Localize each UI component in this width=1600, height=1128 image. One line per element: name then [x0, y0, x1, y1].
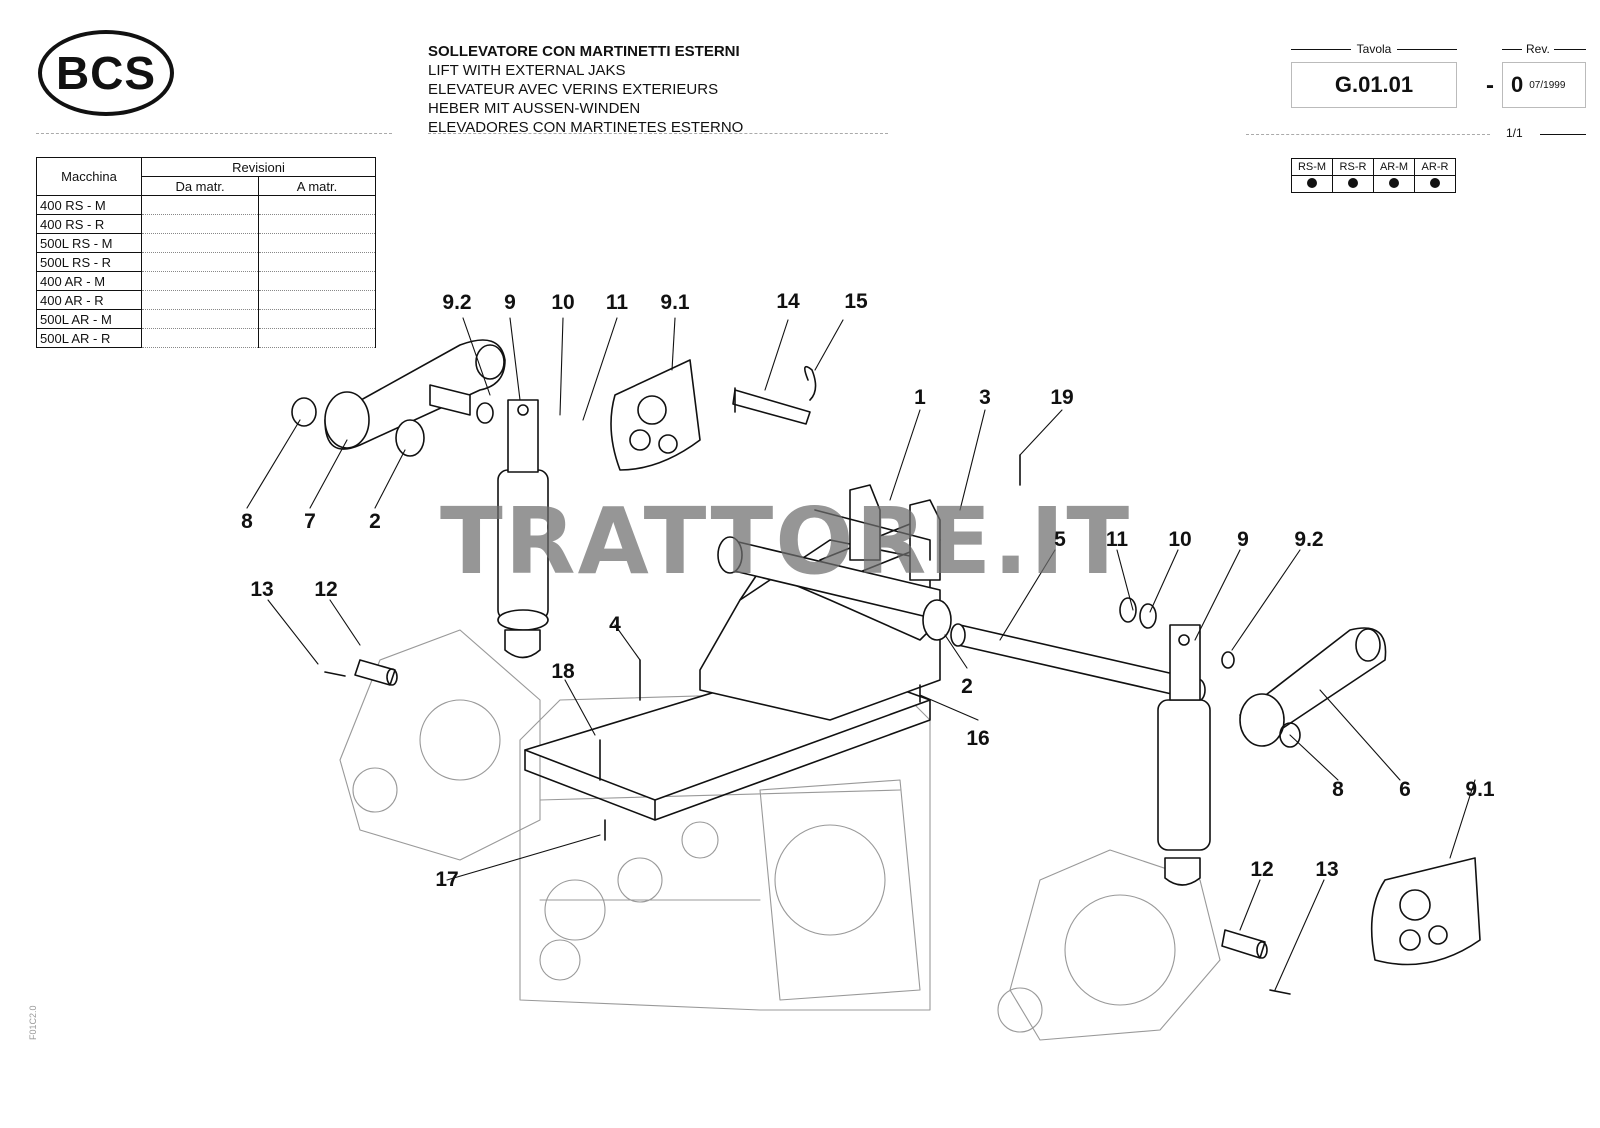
machine-cell: 400 RS - M [36, 195, 142, 215]
callout-label: 2 [369, 510, 381, 533]
callout-label: 3 [979, 386, 991, 409]
variant-dot-icon [1389, 177, 1399, 188]
sheet-number: 1/1 [1506, 126, 1523, 140]
callout-label: 10 [1168, 528, 1192, 551]
callout-label: 17 [435, 868, 459, 891]
table-row: 500L AR - R [36, 328, 376, 348]
table-row: 500L RS - M [36, 233, 376, 253]
col-revisions-header: Revisioni [141, 157, 376, 177]
callout-label: 9.1 [1465, 778, 1495, 801]
watermark-text: TRATTORE.IT [440, 488, 1132, 595]
variants-table: RS-M RS-R AR-M AR-R [1291, 158, 1456, 193]
rev-label: Rev. [1526, 42, 1550, 56]
callout-label: 1 [914, 386, 926, 409]
variant-dot-icon [1430, 177, 1440, 188]
logo-text: BCS [55, 47, 157, 99]
rev-number: 0 [1511, 72, 1524, 97]
callout-label: 13 [250, 578, 274, 601]
title-es: ELEVADORES CON MARTINETES ESTERNO [428, 119, 744, 136]
bcs-logo: BCS [38, 30, 174, 116]
hydraulic-cylinder-right [1157, 624, 1211, 886]
callout-label: 15 [844, 290, 868, 313]
table-row: 400 RS - M [36, 195, 376, 215]
callout-label: 8 [241, 510, 253, 533]
title-fr: ELEVATEUR AVEC VERINS EXTERIEURS [428, 81, 719, 98]
drawing-code: F01C2.0 [28, 1005, 38, 1040]
callout-label: 12 [1250, 858, 1274, 881]
callout-label: 14 [776, 290, 800, 313]
variant-dot-icon [1348, 177, 1358, 188]
callout-label: 13 [1315, 858, 1339, 881]
callout-label: 16 [966, 727, 990, 750]
lift-base-plate [524, 519, 941, 821]
callout-label: 19 [1050, 386, 1074, 409]
rev-dash: - [1486, 72, 1494, 99]
title-it: SOLLEVATORE CON MARTINETTI ESTERNI [428, 43, 740, 60]
tavola-number: G.01.01 [1291, 62, 1457, 108]
table-row: 400 RS - R [36, 214, 376, 234]
callout-label: 4 [609, 613, 621, 636]
callout-label: 18 [551, 660, 575, 683]
callout-label: 2 [961, 675, 973, 698]
rev-box: 0 07/1999 [1502, 62, 1586, 108]
rev-date: 07/1999 [1529, 79, 1566, 91]
header-divider-left [36, 133, 392, 134]
variant-ar-r: AR-R [1414, 158, 1456, 176]
sheet-divider-left [1246, 134, 1490, 135]
callout-label: 9.1 [660, 291, 690, 314]
callout-label: 11 [1105, 528, 1129, 551]
machine-cell: 500L AR - R [36, 328, 142, 348]
callout-label: 12 [314, 578, 338, 601]
callout-label: 9.2 [1294, 528, 1324, 551]
callout-label: 7 [304, 510, 316, 533]
variants-header-row: RS-M RS-R AR-M AR-R [1291, 158, 1456, 176]
callout-label: 9 [1237, 528, 1249, 551]
machine-cell: 500L RS - R [36, 252, 142, 272]
lift-cross-tube [717, 484, 941, 621]
callout-label: 11 [605, 291, 629, 314]
leader-lines [246, 317, 1476, 991]
transmission-housing [339, 629, 1221, 1041]
title-block: SOLLEVATORE CON MARTINETTI ESTERNI LIFT … [428, 42, 743, 137]
to-cell [258, 328, 376, 348]
title-en: LIFT WITH EXTERNAL JAKS [428, 62, 626, 79]
header-divider-mid [428, 133, 888, 134]
tavola-label-row: Tavola [1291, 42, 1457, 56]
variants-mark-row [1291, 175, 1456, 193]
revisions-table: Macchina Revisioni Da matr. A matr. 400 … [36, 157, 376, 348]
cylinder-bracket-left [610, 359, 701, 471]
machine-cell: 500L RS - M [36, 233, 142, 253]
callout-label: 8 [1332, 778, 1344, 801]
cylinder-bracket-right [1370, 857, 1481, 966]
col-to-header: A matr. [258, 176, 376, 196]
callout-label: 10 [551, 291, 575, 314]
callout-label: 9 [504, 291, 516, 314]
variant-dot-icon [1307, 177, 1317, 188]
table-row: 500L AR - M [36, 309, 376, 329]
callout-label: 9.2 [442, 291, 472, 314]
callout-label: 6 [1399, 778, 1411, 801]
hydraulic-cylinder-left [497, 399, 549, 659]
lift-arm-left [291, 339, 506, 457]
table-row: 500L RS - R [36, 252, 376, 272]
title-de: HEBER MIT AUSSEN-WINDEN [428, 100, 641, 117]
callout-label: 5 [1054, 528, 1066, 551]
tavola-label: Tavola [1356, 42, 1392, 56]
rev-label-row: Rev. [1502, 42, 1586, 56]
sheet-divider-right [1540, 134, 1586, 135]
variant-ar-m: AR-M [1373, 158, 1415, 176]
lift-arm-right [1119, 597, 1387, 748]
